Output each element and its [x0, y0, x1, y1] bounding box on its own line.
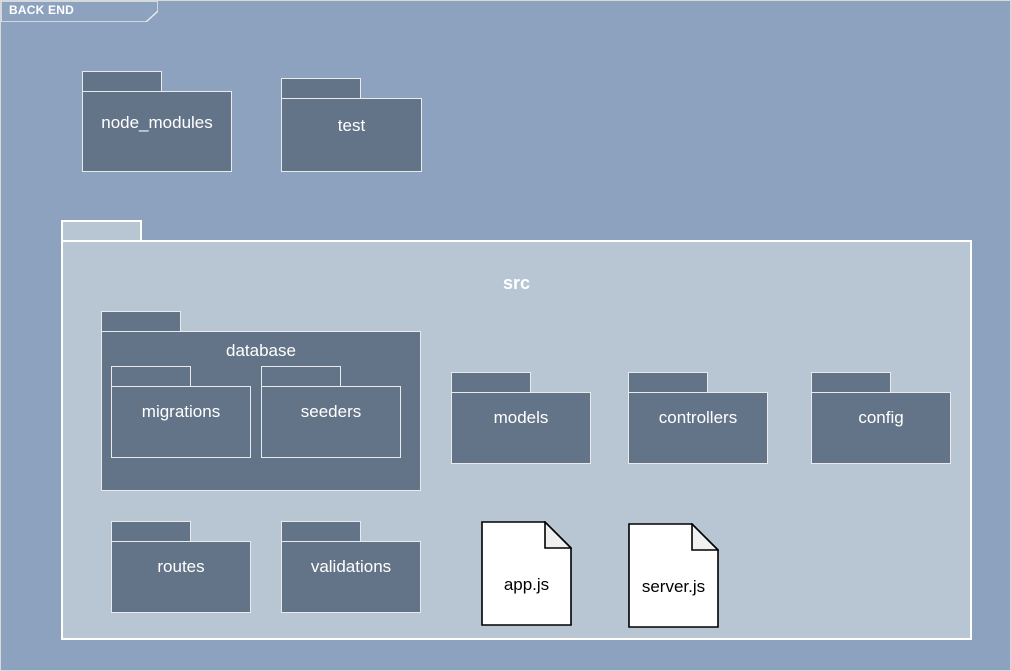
package-migrations[interactable]: migrations — [111, 366, 251, 458]
frame-title: BACK END — [9, 3, 74, 17]
package-body — [628, 392, 768, 464]
document-shape — [628, 523, 719, 628]
document-shape — [481, 521, 572, 626]
container-src[interactable]: src database migrations seeders model — [61, 220, 972, 640]
package-tab — [281, 521, 361, 542]
package-body — [451, 392, 591, 464]
package-tab — [82, 71, 162, 92]
package-validations[interactable]: validations — [281, 521, 421, 613]
package-body — [281, 98, 422, 172]
package-tab — [811, 372, 891, 393]
container-tab — [61, 220, 142, 242]
package-body — [111, 541, 251, 613]
frame-tab-back-end: BACK END — [1, 1, 158, 22]
package-node-modules[interactable]: node_modules — [82, 71, 232, 172]
package-controllers[interactable]: controllers — [628, 372, 768, 464]
package-models[interactable]: models — [451, 372, 591, 464]
package-tab — [281, 78, 361, 99]
package-test[interactable]: test — [281, 78, 422, 172]
package-tab — [111, 366, 191, 387]
frame-tab-shape — [1, 1, 158, 22]
package-body — [811, 392, 951, 464]
package-config[interactable]: config — [811, 372, 951, 464]
package-body — [281, 541, 421, 613]
package-seeders[interactable]: seeders — [261, 366, 401, 458]
package-body — [82, 91, 232, 172]
package-body — [111, 386, 251, 458]
package-tab — [451, 372, 531, 393]
package-routes[interactable]: routes — [111, 521, 251, 613]
package-tab — [628, 372, 708, 393]
package-database[interactable]: database migrations seeders — [101, 311, 421, 491]
file-app-js[interactable]: app.js — [481, 521, 572, 626]
package-tab — [101, 311, 181, 332]
package-body — [261, 386, 401, 458]
package-tab — [111, 521, 191, 542]
file-server-js[interactable]: server.js — [628, 523, 719, 628]
package-tab — [261, 366, 341, 387]
